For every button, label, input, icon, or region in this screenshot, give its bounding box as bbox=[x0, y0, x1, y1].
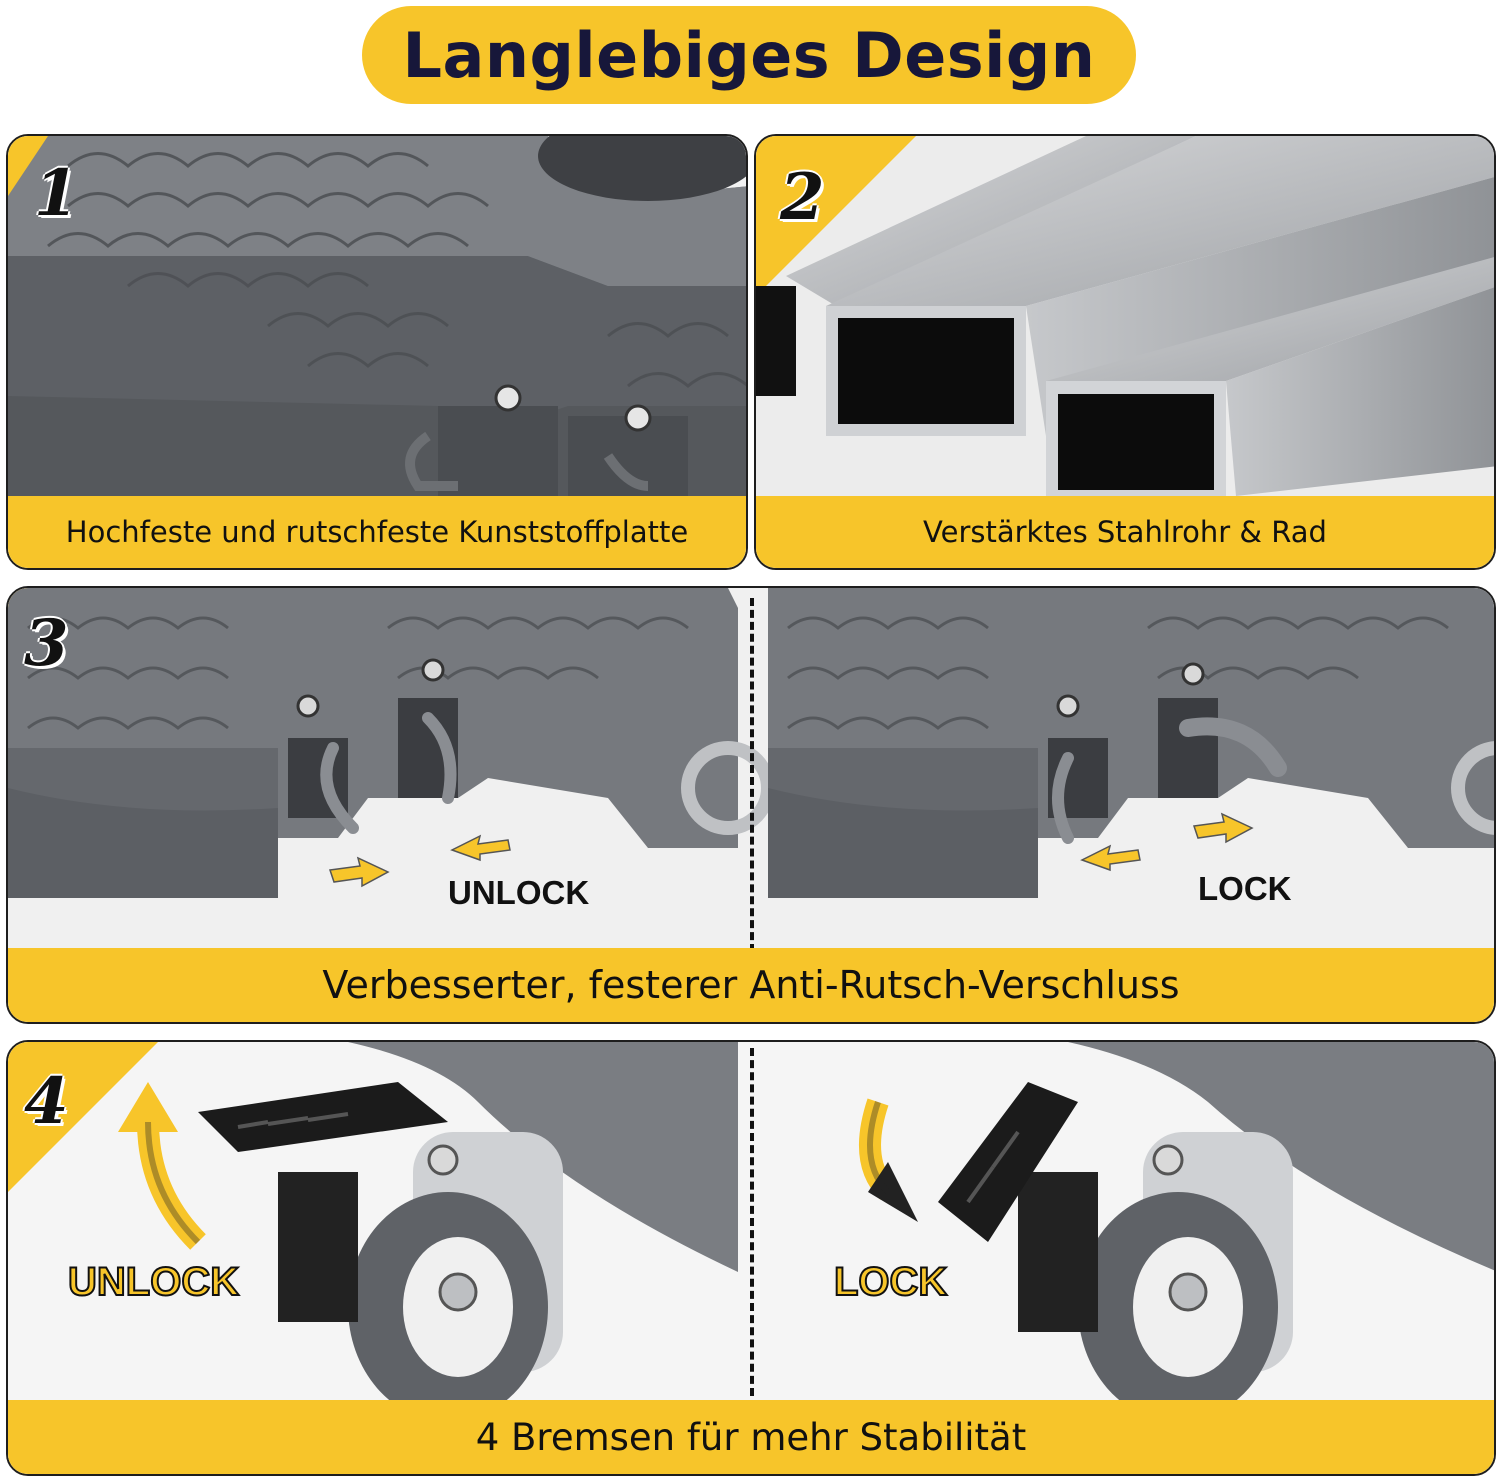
panel-number-1: 1 bbox=[34, 156, 79, 231]
caption-text-4: 4 Bremsen für mehr Stabilität bbox=[475, 1415, 1027, 1459]
caption-text-2: Verstärktes Stahlrohr & Rad bbox=[923, 515, 1327, 549]
arrow-left-icon bbox=[450, 834, 511, 862]
caption-brakes: 4 Bremsen für mehr Stabilität bbox=[8, 1400, 1494, 1474]
curved-down-arrow-icon bbox=[859, 1098, 918, 1222]
title-banner: Langlebiges Design bbox=[362, 6, 1136, 104]
panel4-divider bbox=[750, 1048, 754, 1396]
panel-steel-tube: 2 Verstärktes Stahlrohr & Rad bbox=[754, 134, 1496, 570]
panel-plastic-plate: 1 Hochfeste und rutschfeste Kunststoffpl… bbox=[6, 134, 748, 570]
panel3-divider bbox=[750, 598, 754, 952]
plate-illustration bbox=[8, 136, 746, 568]
lock-label: LOCK bbox=[1198, 870, 1292, 907]
panel-anti-slip-lock: 3 UNLOCK LOCK Verbesserter, festerer Ant… bbox=[6, 586, 1496, 1024]
arrow-right-icon bbox=[329, 856, 390, 888]
caption-text-1: Hochfeste und rutschfeste Kunststoffplat… bbox=[65, 515, 689, 549]
unlock-label: UNLOCK bbox=[448, 874, 590, 911]
brake-lock-label: LOCK bbox=[833, 1259, 948, 1305]
panel-number-3: 3 bbox=[24, 606, 69, 681]
arrow-right-icon bbox=[1193, 812, 1254, 844]
caption-plastic-plate: Hochfeste und rutschfeste Kunststoffplat… bbox=[8, 496, 746, 568]
caption-steel-tube: Verstärktes Stahlrohr & Rad bbox=[756, 496, 1494, 568]
brake-unlock-label: UNLOCK bbox=[67, 1259, 240, 1305]
arrow-left-icon bbox=[1080, 844, 1141, 872]
caption-anti-slip-lock: Verbesserter, festerer Anti-Rutsch-Versc… bbox=[8, 948, 1494, 1022]
panel-brakes: 4 UNLOCK LOCK 4 Bremsen für mehr Stabili… bbox=[6, 1040, 1496, 1476]
panel-number-2: 2 bbox=[780, 160, 825, 235]
caption-text-3: Verbesserter, festerer Anti-Rutsch-Versc… bbox=[322, 963, 1180, 1007]
panel-number-4: 4 bbox=[24, 1064, 69, 1139]
page-title: Langlebiges Design bbox=[402, 18, 1096, 92]
curved-up-arrow-icon bbox=[118, 1082, 206, 1250]
